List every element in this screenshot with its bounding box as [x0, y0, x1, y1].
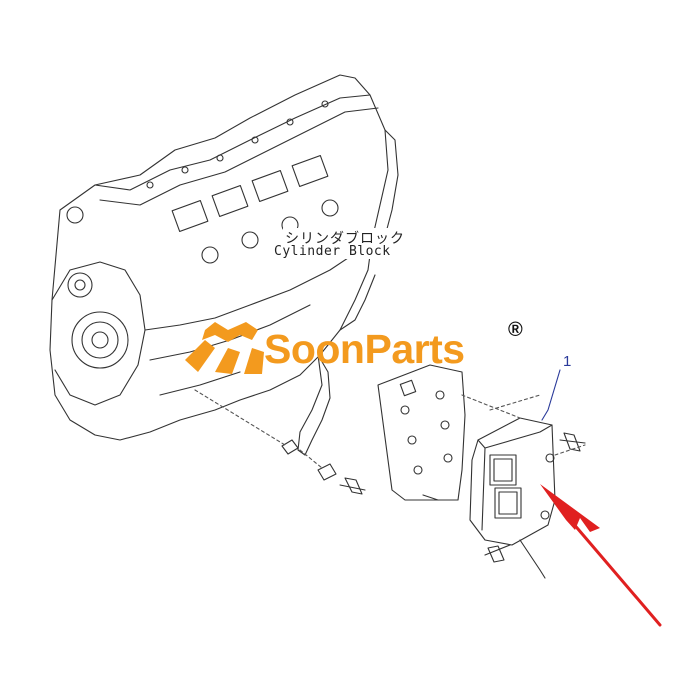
front-cover	[51, 261, 146, 406]
brand-watermark-text: SoonParts	[264, 326, 465, 372]
ecm-controller	[469, 417, 556, 546]
registered-mark: ®	[508, 319, 523, 341]
crank-pulley	[71, 311, 129, 369]
cylinder-block-outline	[49, 74, 389, 441]
cylinder-block-label-en: Cylinder Block	[272, 244, 393, 259]
harness-strap	[297, 354, 331, 456]
leader-lines	[194, 389, 586, 469]
mounting-bracket	[377, 364, 466, 501]
head-bolts	[146, 100, 329, 189]
fasteners	[281, 432, 586, 579]
red-arrow-pointer	[540, 484, 662, 627]
part-callout-number: 1	[563, 353, 572, 370]
brand-logo-mark	[185, 322, 264, 374]
cylinder-block-label-jp: シリンダブロック	[283, 228, 407, 248]
